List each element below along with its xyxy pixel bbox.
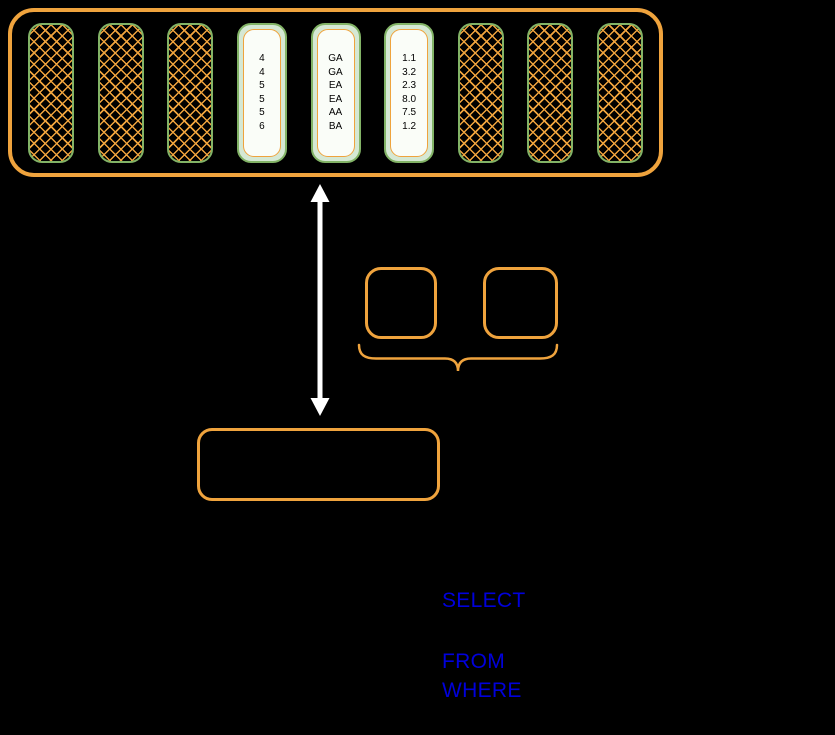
column-value: EA bbox=[328, 93, 343, 105]
column-value: AA bbox=[328, 107, 343, 118]
column-value: 5 bbox=[259, 107, 265, 118]
column-inner-panel: 4 4 5 5 5 6 bbox=[242, 28, 281, 157]
column-value: 5 bbox=[259, 93, 265, 105]
column-value: 2.3 bbox=[402, 80, 417, 91]
column-value: 1.2 bbox=[402, 120, 417, 132]
column-value: 1.1 bbox=[402, 53, 417, 64]
column-hatched-6 bbox=[597, 22, 643, 163]
result-box bbox=[197, 428, 440, 501]
column-value: EA bbox=[328, 80, 343, 91]
column-hatched-2 bbox=[97, 22, 144, 163]
sql-from-keyword: FROM bbox=[442, 650, 506, 673]
column-inner-panel: GA GA EA EA AA BA bbox=[316, 28, 355, 157]
sql-where-keyword: WHERE bbox=[442, 679, 522, 702]
column-value: 4 bbox=[259, 53, 265, 64]
column-data-codes: GA GA EA EA AA BA bbox=[310, 22, 361, 163]
curly-brace-icon bbox=[357, 343, 559, 372]
column-value: GA bbox=[328, 66, 343, 78]
column-value: 8.0 bbox=[402, 93, 417, 105]
sql-select-keyword: SELECT bbox=[442, 589, 526, 612]
column-hatched-4 bbox=[457, 22, 504, 163]
column-value: 3.2 bbox=[402, 66, 417, 78]
column-value: 7.5 bbox=[402, 107, 417, 118]
page-box-1 bbox=[365, 267, 437, 339]
column-store-container: 4 4 5 5 5 6 GA GA EA EA AA BA 1.1 3.2 bbox=[8, 8, 663, 177]
column-hatched-3 bbox=[167, 22, 214, 163]
column-value: 6 bbox=[259, 120, 265, 132]
column-value: 4 bbox=[259, 66, 265, 78]
column-inner-panel: 1.1 3.2 2.3 8.0 7.5 1.2 bbox=[390, 28, 429, 157]
column-hatched-5 bbox=[527, 22, 574, 163]
column-value: GA bbox=[328, 53, 343, 64]
page-box-2 bbox=[483, 267, 558, 339]
column-value: 5 bbox=[259, 80, 265, 91]
column-hatched-1 bbox=[28, 22, 74, 163]
column-value: BA bbox=[328, 120, 343, 132]
column-data-numbers: 4 4 5 5 5 6 bbox=[236, 22, 287, 163]
double-arrow-icon bbox=[310, 184, 330, 416]
column-data-decimals: 1.1 3.2 2.3 8.0 7.5 1.2 bbox=[384, 22, 435, 163]
